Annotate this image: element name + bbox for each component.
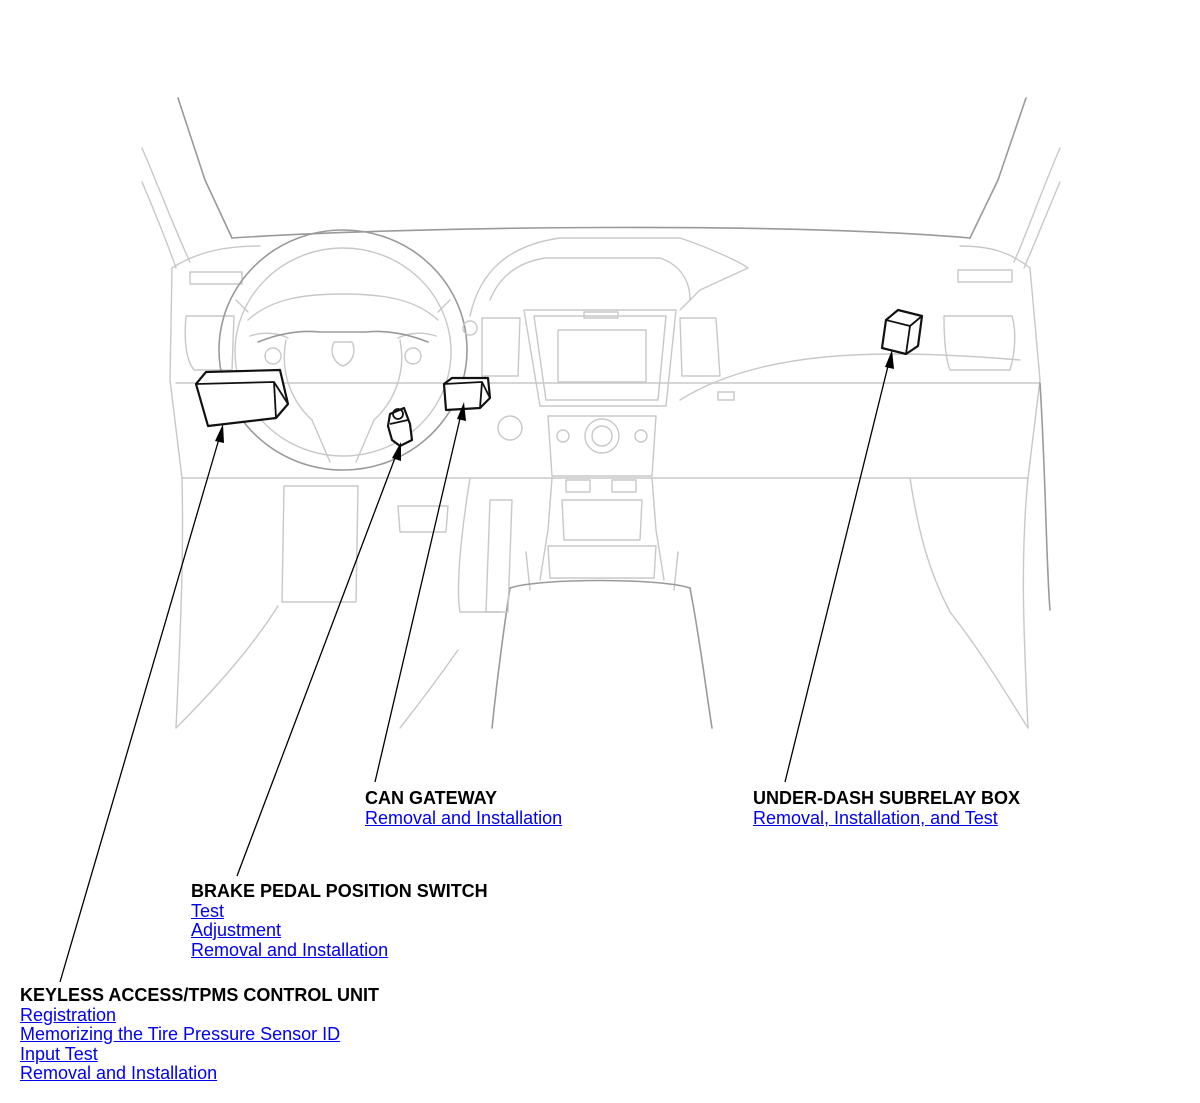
leader-under-dash-subrelay-box <box>784 357 891 783</box>
callout-brake-pedal-position-switch: BRAKE PEDAL POSITION SWITCH Test Adjustm… <box>191 881 488 960</box>
leader-can-gateway <box>374 409 463 783</box>
dashboard-body <box>169 237 1041 479</box>
leader-brake-pedal-position-switch <box>236 449 399 877</box>
keyless-access-tpms-control-unit-shape <box>194 368 290 428</box>
leader-keyless-access-tpms-control-unit <box>59 431 222 983</box>
keyless-input-test-link[interactable]: Input Test <box>20 1043 98 1064</box>
callout-keyless-access-tpms-control-unit: KEYLESS ACCESS/TPMS CONTROL UNIT Registr… <box>20 985 380 1084</box>
steering-wheel <box>218 229 478 471</box>
callout-under-dash-subrelay-box: UNDER-DASH SUBRELAY BOX Removal, Install… <box>753 788 1021 828</box>
can-gateway-removal-and-installation-link[interactable]: Removal and Installation <box>365 807 563 828</box>
keyless-access-tpms-control-unit-title: KEYLESS ACCESS/TPMS CONTROL UNIT <box>20 985 380 1005</box>
windshield-frame <box>141 97 1061 269</box>
brake-pedal-position-switch-test-link[interactable]: Test <box>191 900 225 921</box>
under-dash-subrelay-box-title: UNDER-DASH SUBRELAY BOX <box>753 788 1021 808</box>
keyless-removal-and-installation-link[interactable]: Removal and Installation <box>20 1063 218 1083</box>
callout-can-gateway: CAN GATEWAY Removal and Installation <box>365 788 563 828</box>
under-dash-subrelay-box-removal-installation-test-link[interactable]: Removal, Installation, and Test <box>753 807 998 828</box>
brake-pedal-position-switch-adjustment-link[interactable]: Adjustment <box>191 920 282 940</box>
keyless-memorizing-tire-pressure-sensor-id-link[interactable]: Memorizing the Tire Pressure Sensor ID <box>20 1024 341 1044</box>
center-console <box>491 477 713 729</box>
leader-lines <box>59 350 894 983</box>
keyless-registration-link[interactable]: Registration <box>20 1004 117 1025</box>
can-gateway-title: CAN GATEWAY <box>365 788 498 808</box>
can-gateway-shape <box>442 376 492 412</box>
under-dash-subrelay-box-shape <box>880 308 924 356</box>
brake-pedal-position-switch-removal-and-installation-link[interactable]: Removal and Installation <box>191 939 389 960</box>
brake-pedal-position-switch-title: BRAKE PEDAL POSITION SWITCH <box>191 881 488 901</box>
brake-pedal-position-switch-shape <box>386 406 414 448</box>
footwell <box>175 382 1051 729</box>
